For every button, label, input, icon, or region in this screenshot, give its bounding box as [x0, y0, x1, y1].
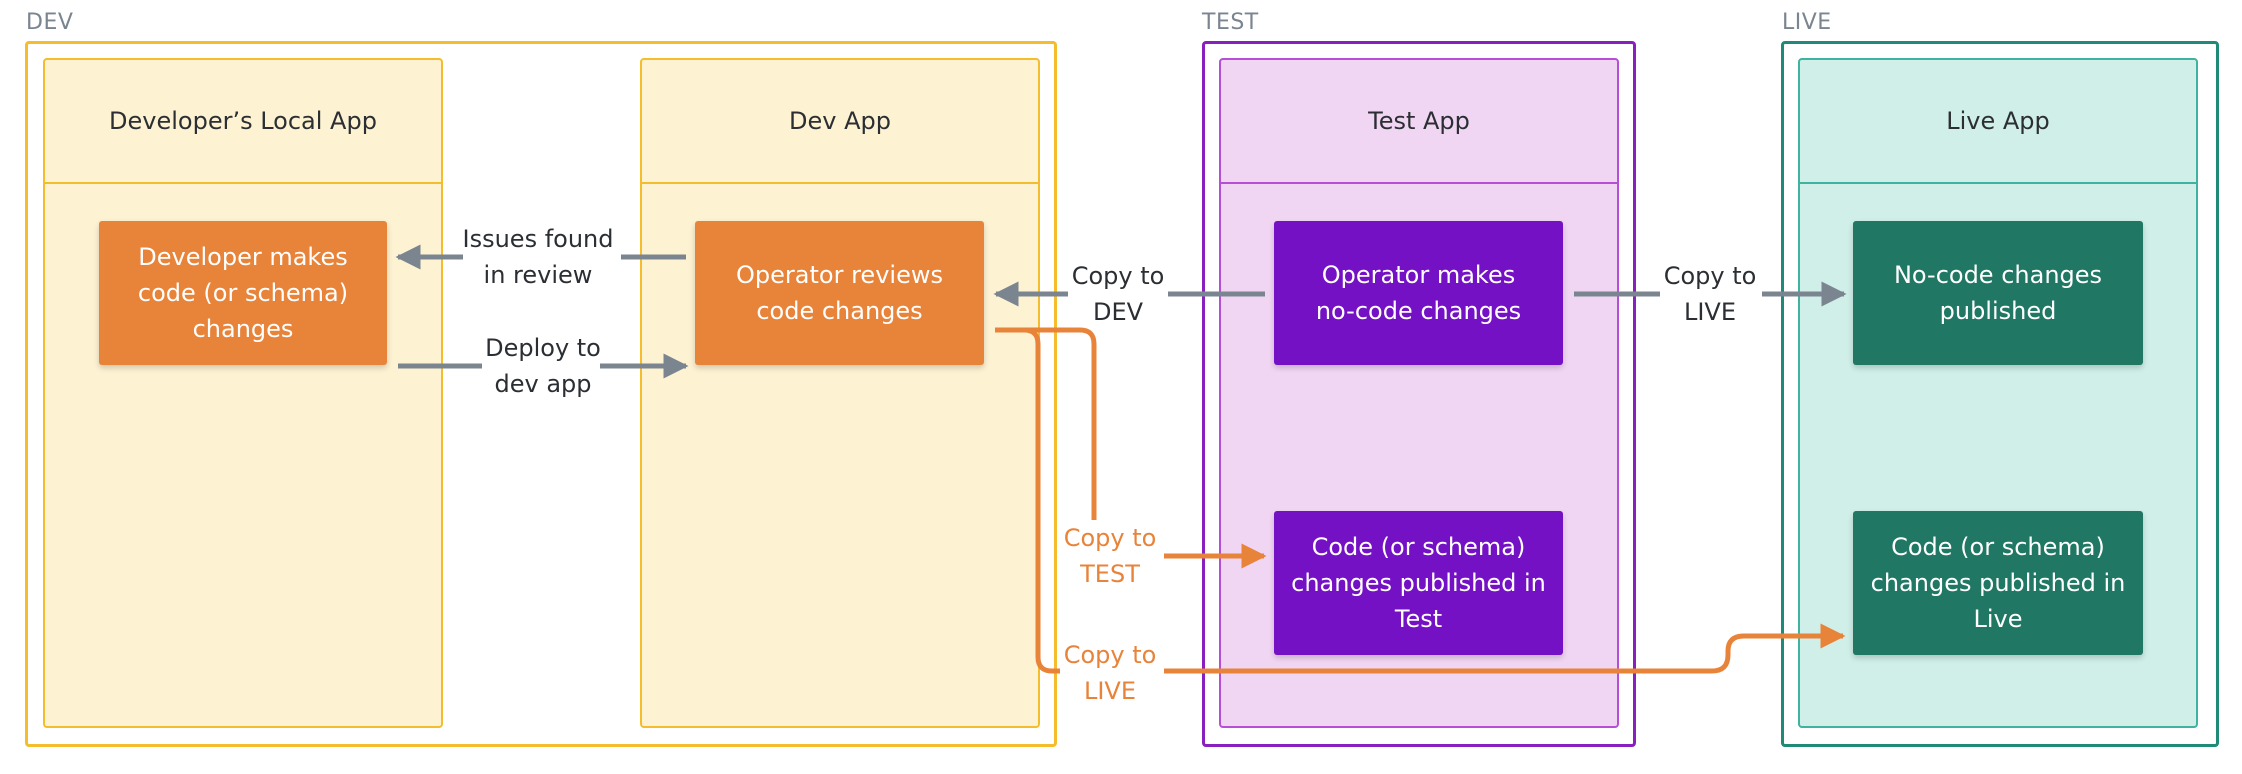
- edge-copy-to-live-bottom: [995, 327, 1843, 674]
- edge-label-copy-to-live-bottom: Copy to LIVE: [1063, 641, 1157, 705]
- env-live-frame: [1781, 41, 2219, 747]
- edge-label-deploy-dev: Deploy to dev app: [485, 334, 601, 398]
- edge-label-issues-found: Issues found in review: [462, 225, 614, 289]
- node-code-published-test: Code (or schema) changes published in Te…: [1274, 511, 1563, 655]
- edge-label-copy-to-dev: Copy to DEV: [1071, 262, 1165, 326]
- edge-label-copy-to-test: Copy to TEST: [1063, 524, 1157, 588]
- node-operator-reviews: Operator reviews code changes: [695, 221, 984, 365]
- env-test-frame: [1202, 41, 1636, 747]
- column-developer-local-app: Developer’s Local App: [43, 58, 443, 728]
- env-label-test: TEST: [1202, 10, 1259, 35]
- env-dev-frame: [25, 41, 1057, 747]
- edge-copy-to-test: [995, 327, 1264, 556]
- env-label-live: LIVE: [1782, 10, 1832, 35]
- node-code-published-live: Code (or schema) changes published in Li…: [1853, 511, 2143, 655]
- column-title-dev: Dev App: [642, 60, 1038, 184]
- column-title-live: Live App: [1800, 60, 2196, 184]
- column-title-test: Test App: [1221, 60, 1617, 184]
- column-dev-app: Dev App: [640, 58, 1040, 728]
- column-title-local: Developer’s Local App: [45, 60, 441, 184]
- node-developer-makes-changes: Developer makes code (or schema) changes: [99, 221, 387, 365]
- edge-label-copy-to-live-top: Copy to LIVE: [1663, 262, 1757, 326]
- env-label-dev: DEV: [26, 10, 74, 35]
- node-nocode-published: No-code changes published: [1853, 221, 2143, 365]
- node-operator-nocode: Operator makes no-code changes: [1274, 221, 1563, 365]
